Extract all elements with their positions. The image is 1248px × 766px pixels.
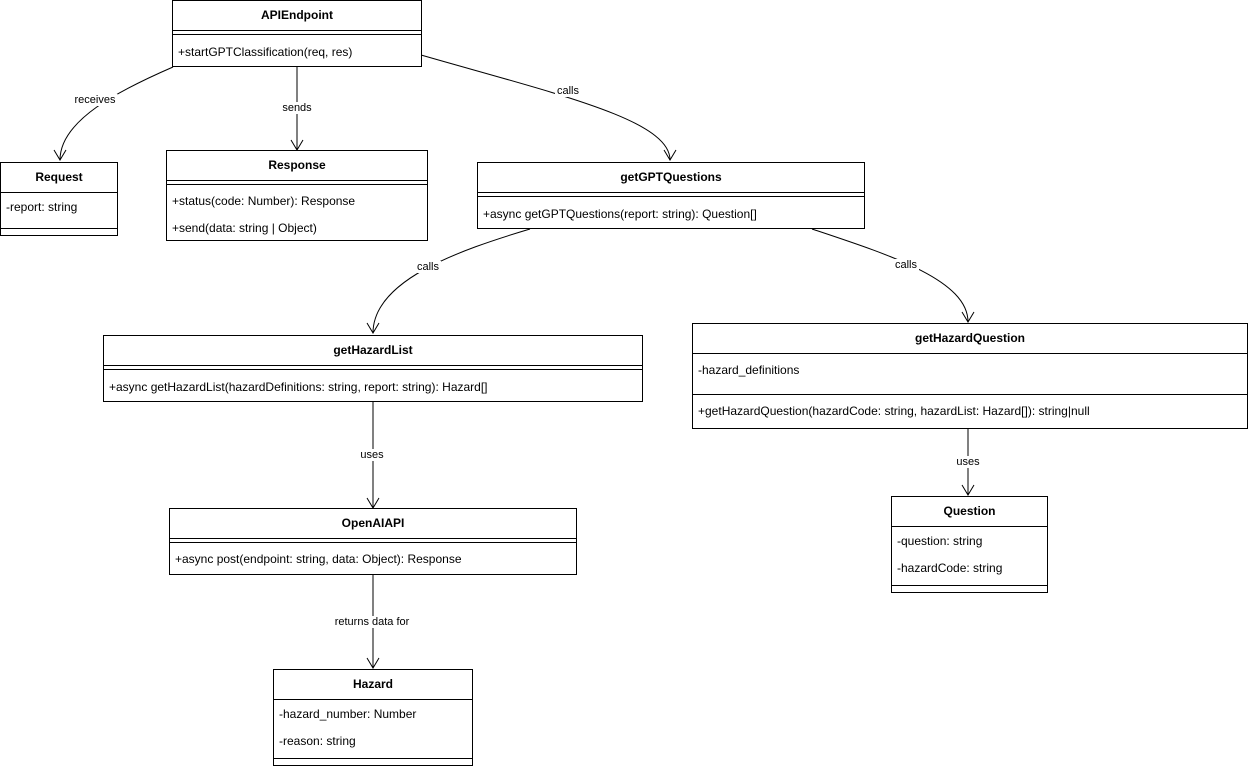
- method: +send(data: string | Object): [172, 221, 317, 235]
- label-calls-gpt: calls: [554, 85, 582, 97]
- class-gethazardlist[interactable]: getHazardList +async getHazardList(hazar…: [103, 335, 643, 402]
- empty-attributes: [170, 539, 576, 543]
- label-uses-question: uses: [954, 456, 982, 468]
- class-title: Hazard: [274, 670, 472, 700]
- label-receives: receives: [72, 94, 118, 106]
- attribute: -hazard_definitions: [698, 363, 800, 377]
- attribute: -reason: string: [279, 734, 356, 748]
- edge-calls-list: [372, 228, 531, 334]
- empty-attributes: [104, 366, 642, 370]
- method: +async getGPTQuestions(report: string): …: [483, 207, 757, 221]
- class-title: Question: [892, 497, 1047, 527]
- label-sends: sends: [280, 102, 314, 114]
- arrowhead-receives: [53, 149, 67, 161]
- attribute: -hazard_number: Number: [279, 707, 417, 721]
- attribute: -question: string: [897, 534, 983, 548]
- class-title: OpenAIAPI: [170, 509, 576, 539]
- empty-attributes: [478, 193, 864, 197]
- class-title: APIEndpoint: [173, 1, 421, 31]
- class-openaiapi[interactable]: OpenAIAPI +async post(endpoint: string, …: [169, 508, 577, 575]
- class-title: getGPTQuestions: [478, 163, 864, 193]
- empty-methods: [892, 585, 1047, 592]
- attributes-section: -hazard_number: Number -reason: string: [274, 700, 472, 760]
- methods-section: +startGPTClassification(req, res): [173, 35, 421, 67]
- attribute: -report: string: [6, 200, 78, 214]
- label-uses-openai: uses: [358, 449, 386, 461]
- label-returns-data: returns data for: [332, 616, 412, 628]
- method: +status(code: Number): Response: [172, 194, 356, 208]
- arrowhead-calls-question: [961, 311, 975, 323]
- class-title: Request: [1, 163, 117, 193]
- arrowhead-returns: [366, 657, 380, 669]
- empty-attributes: [167, 181, 427, 185]
- class-title: Response: [167, 151, 427, 181]
- methods-section: +async getGPTQuestions(report: string): …: [478, 197, 864, 229]
- label-calls-list: calls: [414, 261, 442, 273]
- method: +getHazardQuestion(hazardCode: string, h…: [698, 404, 1090, 418]
- empty-attributes: [173, 31, 421, 35]
- empty-methods: [1, 228, 117, 235]
- class-getgptquestions[interactable]: getGPTQuestions +async getGPTQuestions(r…: [477, 162, 865, 229]
- class-request[interactable]: Request -report: string: [0, 162, 118, 236]
- attributes-section: -hazard_definitions: [693, 354, 1247, 395]
- methods-section: +async getHazardList(hazardDefinitions: …: [104, 370, 642, 402]
- edge-receives: [59, 66, 174, 161]
- class-title: getHazardList: [104, 336, 642, 366]
- class-apiendpoint[interactable]: APIEndpoint +startGPTClassification(req,…: [172, 0, 422, 67]
- methods-section: +status(code: Number): Response +send(da…: [167, 185, 427, 241]
- arrowhead-uses-question: [961, 484, 975, 496]
- edge-calls-question: [811, 228, 969, 323]
- class-question[interactable]: Question -question: string -hazardCode: …: [891, 496, 1048, 593]
- attribute: -hazardCode: string: [897, 561, 1003, 575]
- methods-section: +getHazardQuestion(hazardCode: string, h…: [693, 395, 1247, 429]
- class-response[interactable]: Response +status(code: Number): Response…: [166, 150, 428, 241]
- method: +startGPTClassification(req, res): [178, 45, 353, 59]
- class-hazard[interactable]: Hazard -hazard_number: Number -reason: s…: [273, 669, 473, 766]
- arrowhead-calls-gpt: [663, 149, 677, 161]
- attributes-section: -question: string -hazardCode: string: [892, 527, 1047, 587]
- attributes-section: -report: string: [1, 193, 117, 237]
- label-calls-question: calls: [892, 259, 920, 271]
- arrowhead-calls-list: [366, 322, 380, 334]
- class-gethazardquestion[interactable]: getHazardQuestion -hazard_definitions +g…: [692, 323, 1248, 429]
- edge-calls-gpt: [420, 54, 671, 161]
- class-title: getHazardQuestion: [693, 324, 1247, 354]
- method: +async post(endpoint: string, data: Obje…: [175, 552, 462, 566]
- methods-section: +async post(endpoint: string, data: Obje…: [170, 543, 576, 575]
- empty-methods: [274, 758, 472, 765]
- method: +async getHazardList(hazardDefinitions: …: [109, 380, 488, 394]
